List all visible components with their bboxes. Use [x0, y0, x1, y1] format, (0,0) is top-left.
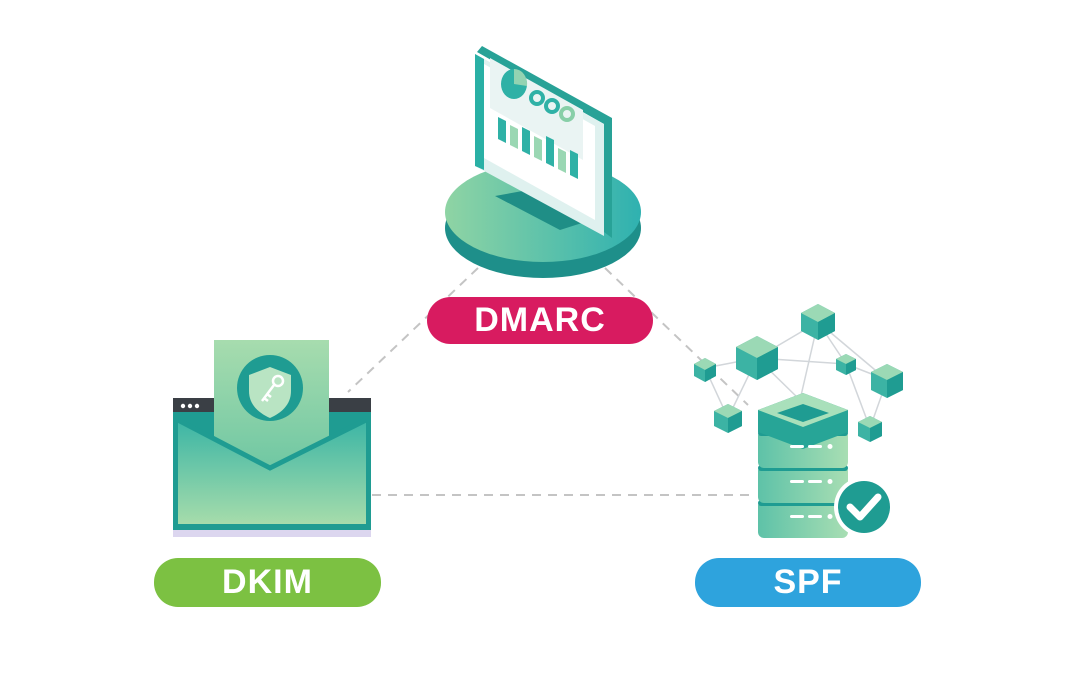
edge-dmarc-dkim: [347, 267, 479, 393]
dkim-label: DKIM: [154, 558, 381, 607]
server-network-check-icon: [694, 304, 903, 538]
monitor-dashboard-icon: [445, 46, 641, 278]
envelope-shield-key-icon: [173, 340, 371, 537]
connections: [347, 267, 752, 496]
spf-label: SPF: [695, 558, 921, 607]
check-circle-icon: [834, 477, 894, 537]
edge-dmarc-spf: [604, 267, 749, 406]
dmarc-label: DMARC: [427, 297, 653, 344]
